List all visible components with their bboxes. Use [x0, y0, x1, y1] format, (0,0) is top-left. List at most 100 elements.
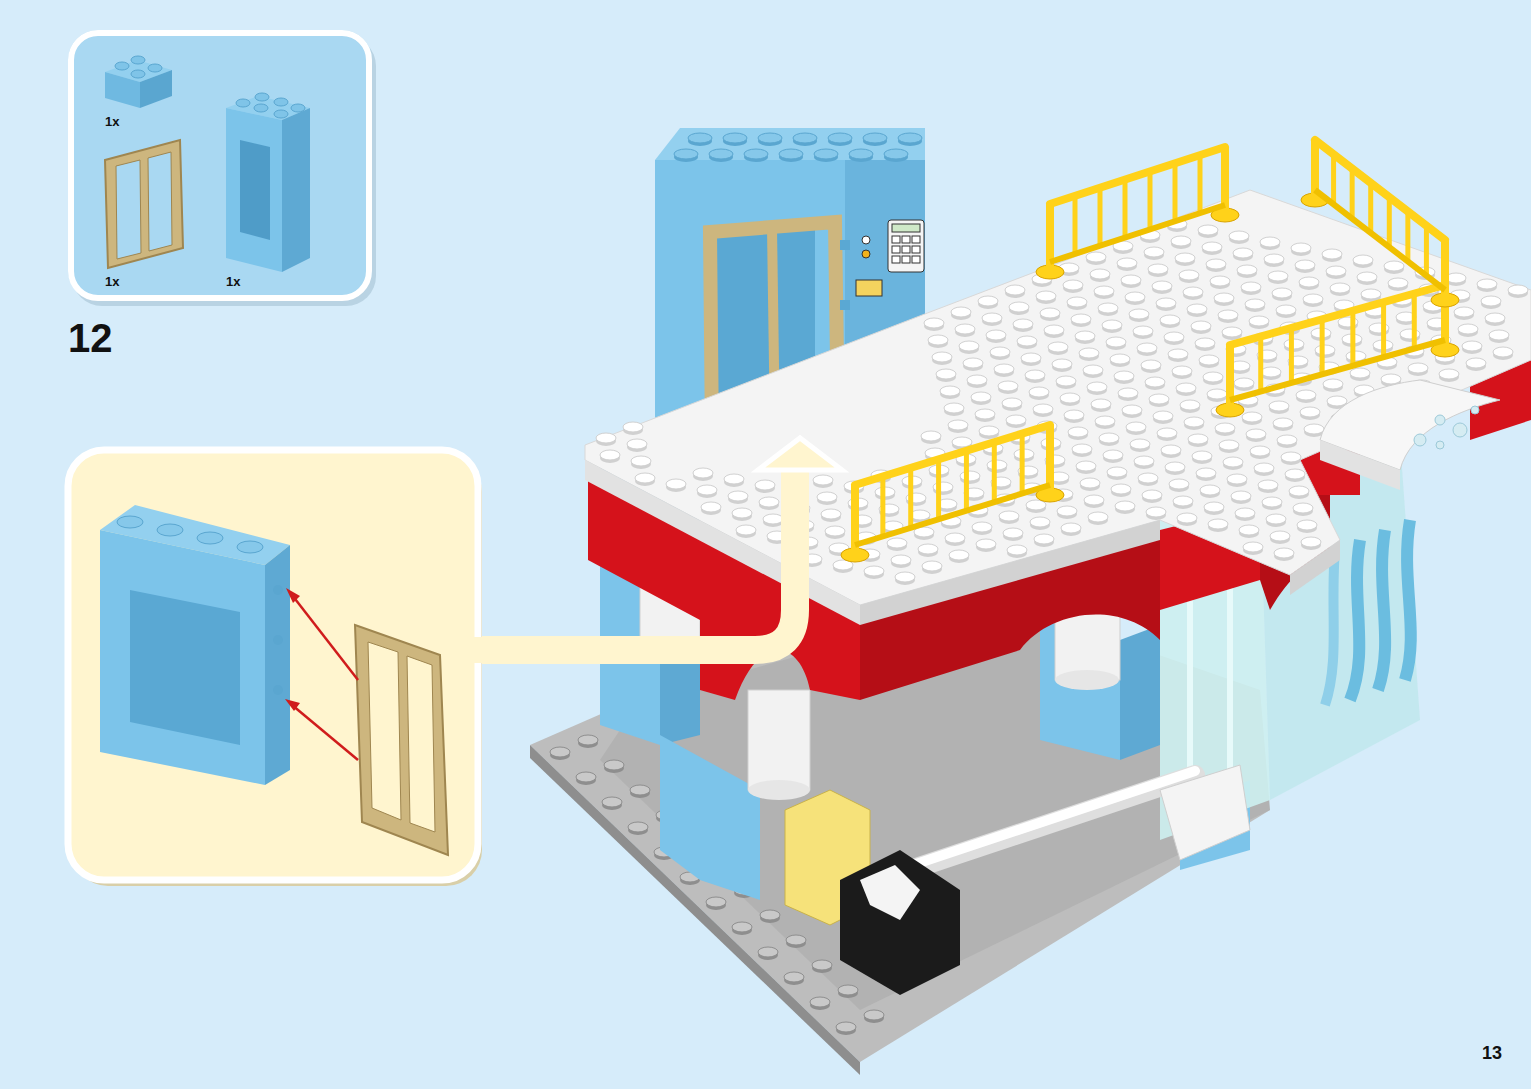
fence	[1036, 147, 1239, 279]
stud	[1130, 439, 1150, 449]
stud	[1207, 389, 1227, 399]
stud	[1080, 478, 1100, 488]
panel-fill	[68, 30, 372, 300]
stud	[1184, 417, 1204, 427]
stud	[1381, 374, 1401, 384]
stud	[1099, 433, 1119, 443]
pillars-part	[1055, 670, 1119, 690]
stud	[1122, 405, 1142, 415]
stud	[955, 324, 975, 334]
stud	[1204, 502, 1224, 512]
fuel-pump	[785, 765, 1250, 995]
stud	[793, 133, 817, 143]
stud	[1106, 337, 1126, 347]
stud	[1146, 507, 1166, 517]
stud	[836, 1022, 856, 1032]
stud	[1242, 412, 1262, 422]
stud	[813, 475, 833, 485]
stud	[1223, 457, 1243, 467]
keypad-sticker	[856, 220, 924, 296]
stud	[821, 509, 841, 519]
stud	[963, 358, 983, 368]
stud	[763, 514, 783, 524]
stud	[1408, 363, 1428, 373]
stud	[1357, 272, 1377, 282]
keypad-sticker-part	[856, 280, 882, 296]
stud	[1293, 503, 1313, 513]
callout-part	[273, 585, 283, 595]
fence-part	[1320, 319, 1325, 374]
stud	[1289, 486, 1309, 496]
stud	[1274, 548, 1294, 558]
fence-part	[1412, 294, 1417, 349]
stud	[887, 538, 907, 548]
stud	[863, 133, 887, 143]
stud	[1138, 473, 1158, 483]
stud	[1169, 479, 1189, 489]
callout-part	[237, 541, 263, 553]
stud	[1067, 297, 1087, 307]
callout-part	[273, 635, 283, 645]
fence-part	[1350, 311, 1355, 366]
stud	[1007, 545, 1027, 555]
fuel-pump-part	[840, 850, 960, 995]
stud	[1258, 480, 1278, 490]
stud	[758, 133, 782, 143]
stud	[1057, 506, 1077, 516]
stud	[1083, 365, 1103, 375]
stud	[1198, 225, 1218, 235]
fence-part	[964, 451, 969, 511]
stud	[779, 149, 803, 159]
stud	[1176, 383, 1196, 393]
fence	[1301, 140, 1459, 307]
stud	[1462, 341, 1482, 351]
stud	[1060, 393, 1080, 403]
stud	[1477, 279, 1497, 289]
stud	[1200, 485, 1220, 495]
stud	[784, 972, 804, 982]
stud	[1068, 427, 1088, 437]
stud	[928, 335, 948, 345]
roof	[585, 190, 1531, 625]
stud	[986, 330, 1006, 340]
roof-part	[1290, 540, 1340, 595]
keypad-sticker-part-part	[892, 256, 900, 263]
stud	[1148, 264, 1168, 274]
stud	[693, 468, 713, 478]
fence-part	[1368, 183, 1373, 233]
stud	[1179, 270, 1199, 280]
stud	[1285, 469, 1305, 479]
stud	[1044, 325, 1064, 335]
bubble-brick-part	[1436, 441, 1444, 449]
stud	[1323, 379, 1343, 389]
stud	[1036, 291, 1056, 301]
stud	[1171, 236, 1191, 246]
roof-studs	[596, 219, 1528, 585]
stud	[1295, 260, 1315, 270]
stud	[945, 533, 965, 543]
stud	[1260, 237, 1280, 247]
stud	[1304, 424, 1324, 434]
part-window-brick-part	[255, 93, 269, 101]
fence-part	[1381, 302, 1386, 357]
parts-list-box: 1x1x1x	[68, 30, 372, 301]
part-window-brick-part	[226, 108, 282, 272]
stud	[674, 149, 698, 159]
stud	[1111, 484, 1131, 494]
stud	[1157, 428, 1177, 438]
stud	[1249, 316, 1269, 326]
car-wash-part	[1325, 550, 1335, 705]
stud	[1233, 248, 1253, 258]
pillars-part	[748, 780, 810, 800]
part-window-brick-part	[274, 98, 288, 106]
stud	[1315, 345, 1335, 355]
stud	[1160, 315, 1180, 325]
stud	[1161, 445, 1181, 455]
stud	[1126, 422, 1146, 432]
fence-part	[1173, 163, 1178, 221]
callout-part	[407, 656, 435, 832]
stud	[550, 747, 570, 757]
stud	[1199, 355, 1219, 365]
stud	[1281, 452, 1301, 462]
stud	[884, 149, 908, 159]
